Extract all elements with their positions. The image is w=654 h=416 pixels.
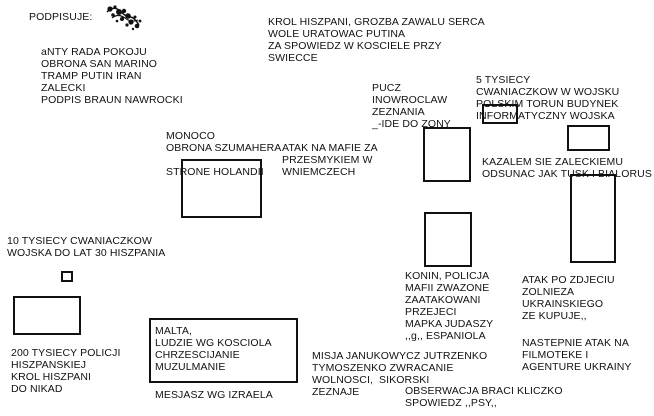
note-pucz-inowroclaw: PUCZ INOWROCLAW ZEZNANIA _-IDE DO ZONY: [372, 82, 451, 130]
outline-box-pucz: [423, 127, 471, 182]
handwritten-signature-image: [106, 5, 142, 31]
outline-box-konin: [424, 212, 472, 267]
outline-box-kazalem: [567, 125, 610, 151]
note-mesjasz-wg-izraela: MESJASZ WG IZRAELA: [155, 389, 273, 401]
outline-box-small-square: [61, 271, 73, 282]
note-200-tysiecy-policji: 200 TYSIECY POLICJI HISZPANSKIEJ KROL HI…: [11, 347, 121, 395]
note-konin-policja: KONIN, POLICJA MAFII ZWAZONE ZAATAKOWANI…: [405, 270, 494, 342]
note-obserwacja-braci-kliczko: OBSERWACJA BRACI KLICZKO SPOWIEDZ ,,PSY,…: [405, 385, 563, 409]
note-misja-janukowycz: MISJA JANUKOWYCZ JUTRZENKO TYMOSZENKO ZW…: [312, 350, 488, 398]
outline-box-monoco: [181, 159, 262, 218]
note-monoco: MONOCO OBRONA SZUMAHERA STRONE HOLANDII: [166, 130, 282, 178]
note-5-tysiecy-cwaniaczkow: 5 TYSIECY CWANIACZKOW W WOJSKU POLSKIM T…: [476, 74, 620, 122]
note-atak-po-zdjeciu: ATAK PO ZDJECIU ZOLNIEZA UKRAINSKIEGO ZE…: [522, 274, 615, 322]
note-10-tysiecy-cwaniaczkow: 10 TYSIECY CWANIACZKOW WOJSKA DO LAT 30 …: [7, 235, 166, 259]
note-malta: MALTA, LUDZIE WG KOSCIOLA CHRZESCIJANIE …: [155, 325, 272, 373]
note-nastepnie-atak: NASTEPNIE ATAK NA FILMOTEKE I AGENTURE U…: [522, 337, 632, 373]
note-kazalem-zaleckiemu: KAZALEM SIE ZALECKIEMU ODSUNAC JAK TUSK …: [482, 156, 652, 180]
outline-box-atak-zdjecie: [570, 174, 616, 263]
note-anty-rada-pokoju: aNTY RADA POKOJU OBRONA SAN MARINO TRAMP…: [41, 46, 183, 106]
podpisuje-label: PODPISUJE:: [29, 11, 93, 23]
outline-box-malta: [149, 318, 298, 383]
note-atak-na-mafie: ATAK NA MAFIE ZA PRZESMYKIEM W WNIEMCZEC…: [282, 142, 378, 178]
outline-box-informatyczny: [482, 104, 518, 124]
outline-box-200-tysiecy: [13, 296, 81, 335]
note-krol-hiszpani-grozba: KROL HISZPANI, GROZBA ZAWALU SERCA WOLE …: [268, 16, 485, 64]
